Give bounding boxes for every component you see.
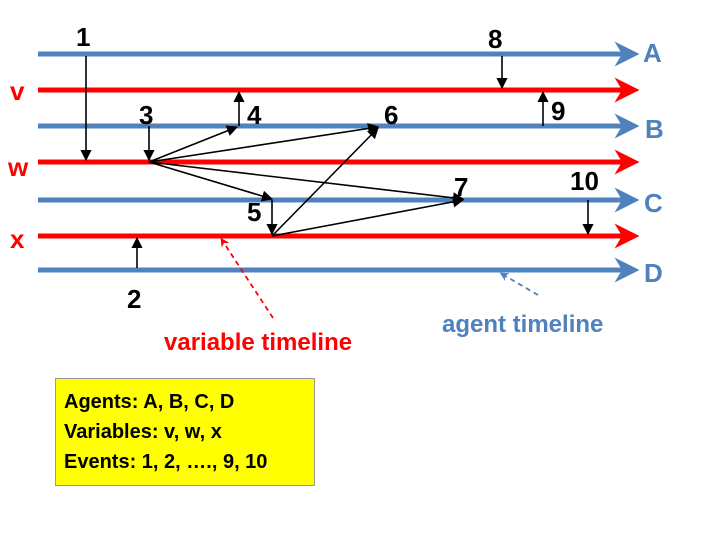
event-label-2: 2 [127, 284, 141, 314]
legend-variables: Variables: v, w, x [64, 421, 222, 443]
event-label-1: 1 [76, 22, 90, 52]
variable-timeline-pointer [220, 237, 274, 319]
variable-timeline-callout: variable timeline [164, 329, 352, 356]
legend-agents: Agents: A, B, C, D [64, 391, 235, 413]
event-label-3: 3 [139, 100, 153, 130]
event-arrow-5-to-6 [271, 127, 379, 237]
event-arrow-3-to-7 [148, 161, 465, 204]
event-label-4: 4 [247, 100, 262, 130]
event-arrow-3-to-4 [148, 125, 239, 163]
agent-timeline-callout: agent timeline [442, 311, 603, 338]
event-arrow-3-to-5 [148, 161, 274, 202]
agent-label-a: A [643, 38, 662, 68]
agent-label-d: D [644, 258, 663, 288]
event-label-8: 8 [488, 24, 502, 54]
variable-label-w: w [7, 152, 29, 182]
agent-label-b: B [645, 114, 664, 144]
event-label-5: 5 [247, 197, 261, 227]
legend-box: Agents: A, B, C, D Variables: v, w, x Ev… [55, 378, 315, 486]
event-label-7: 7 [454, 172, 468, 202]
variable-label-x: x [10, 224, 25, 254]
agent-label-c: C [644, 188, 663, 218]
event-label-6: 6 [384, 100, 398, 130]
event-label-10: 10 [570, 166, 599, 196]
variable-label-v: v [10, 76, 25, 106]
event-label-9: 9 [551, 96, 565, 126]
legend-events: Events: 1, 2, …., 9, 10 [64, 451, 268, 473]
agent-timeline-pointer [499, 272, 539, 296]
event-arrow-3-to-6 [148, 122, 380, 163]
event-arrow-5-to-7 [271, 196, 465, 237]
